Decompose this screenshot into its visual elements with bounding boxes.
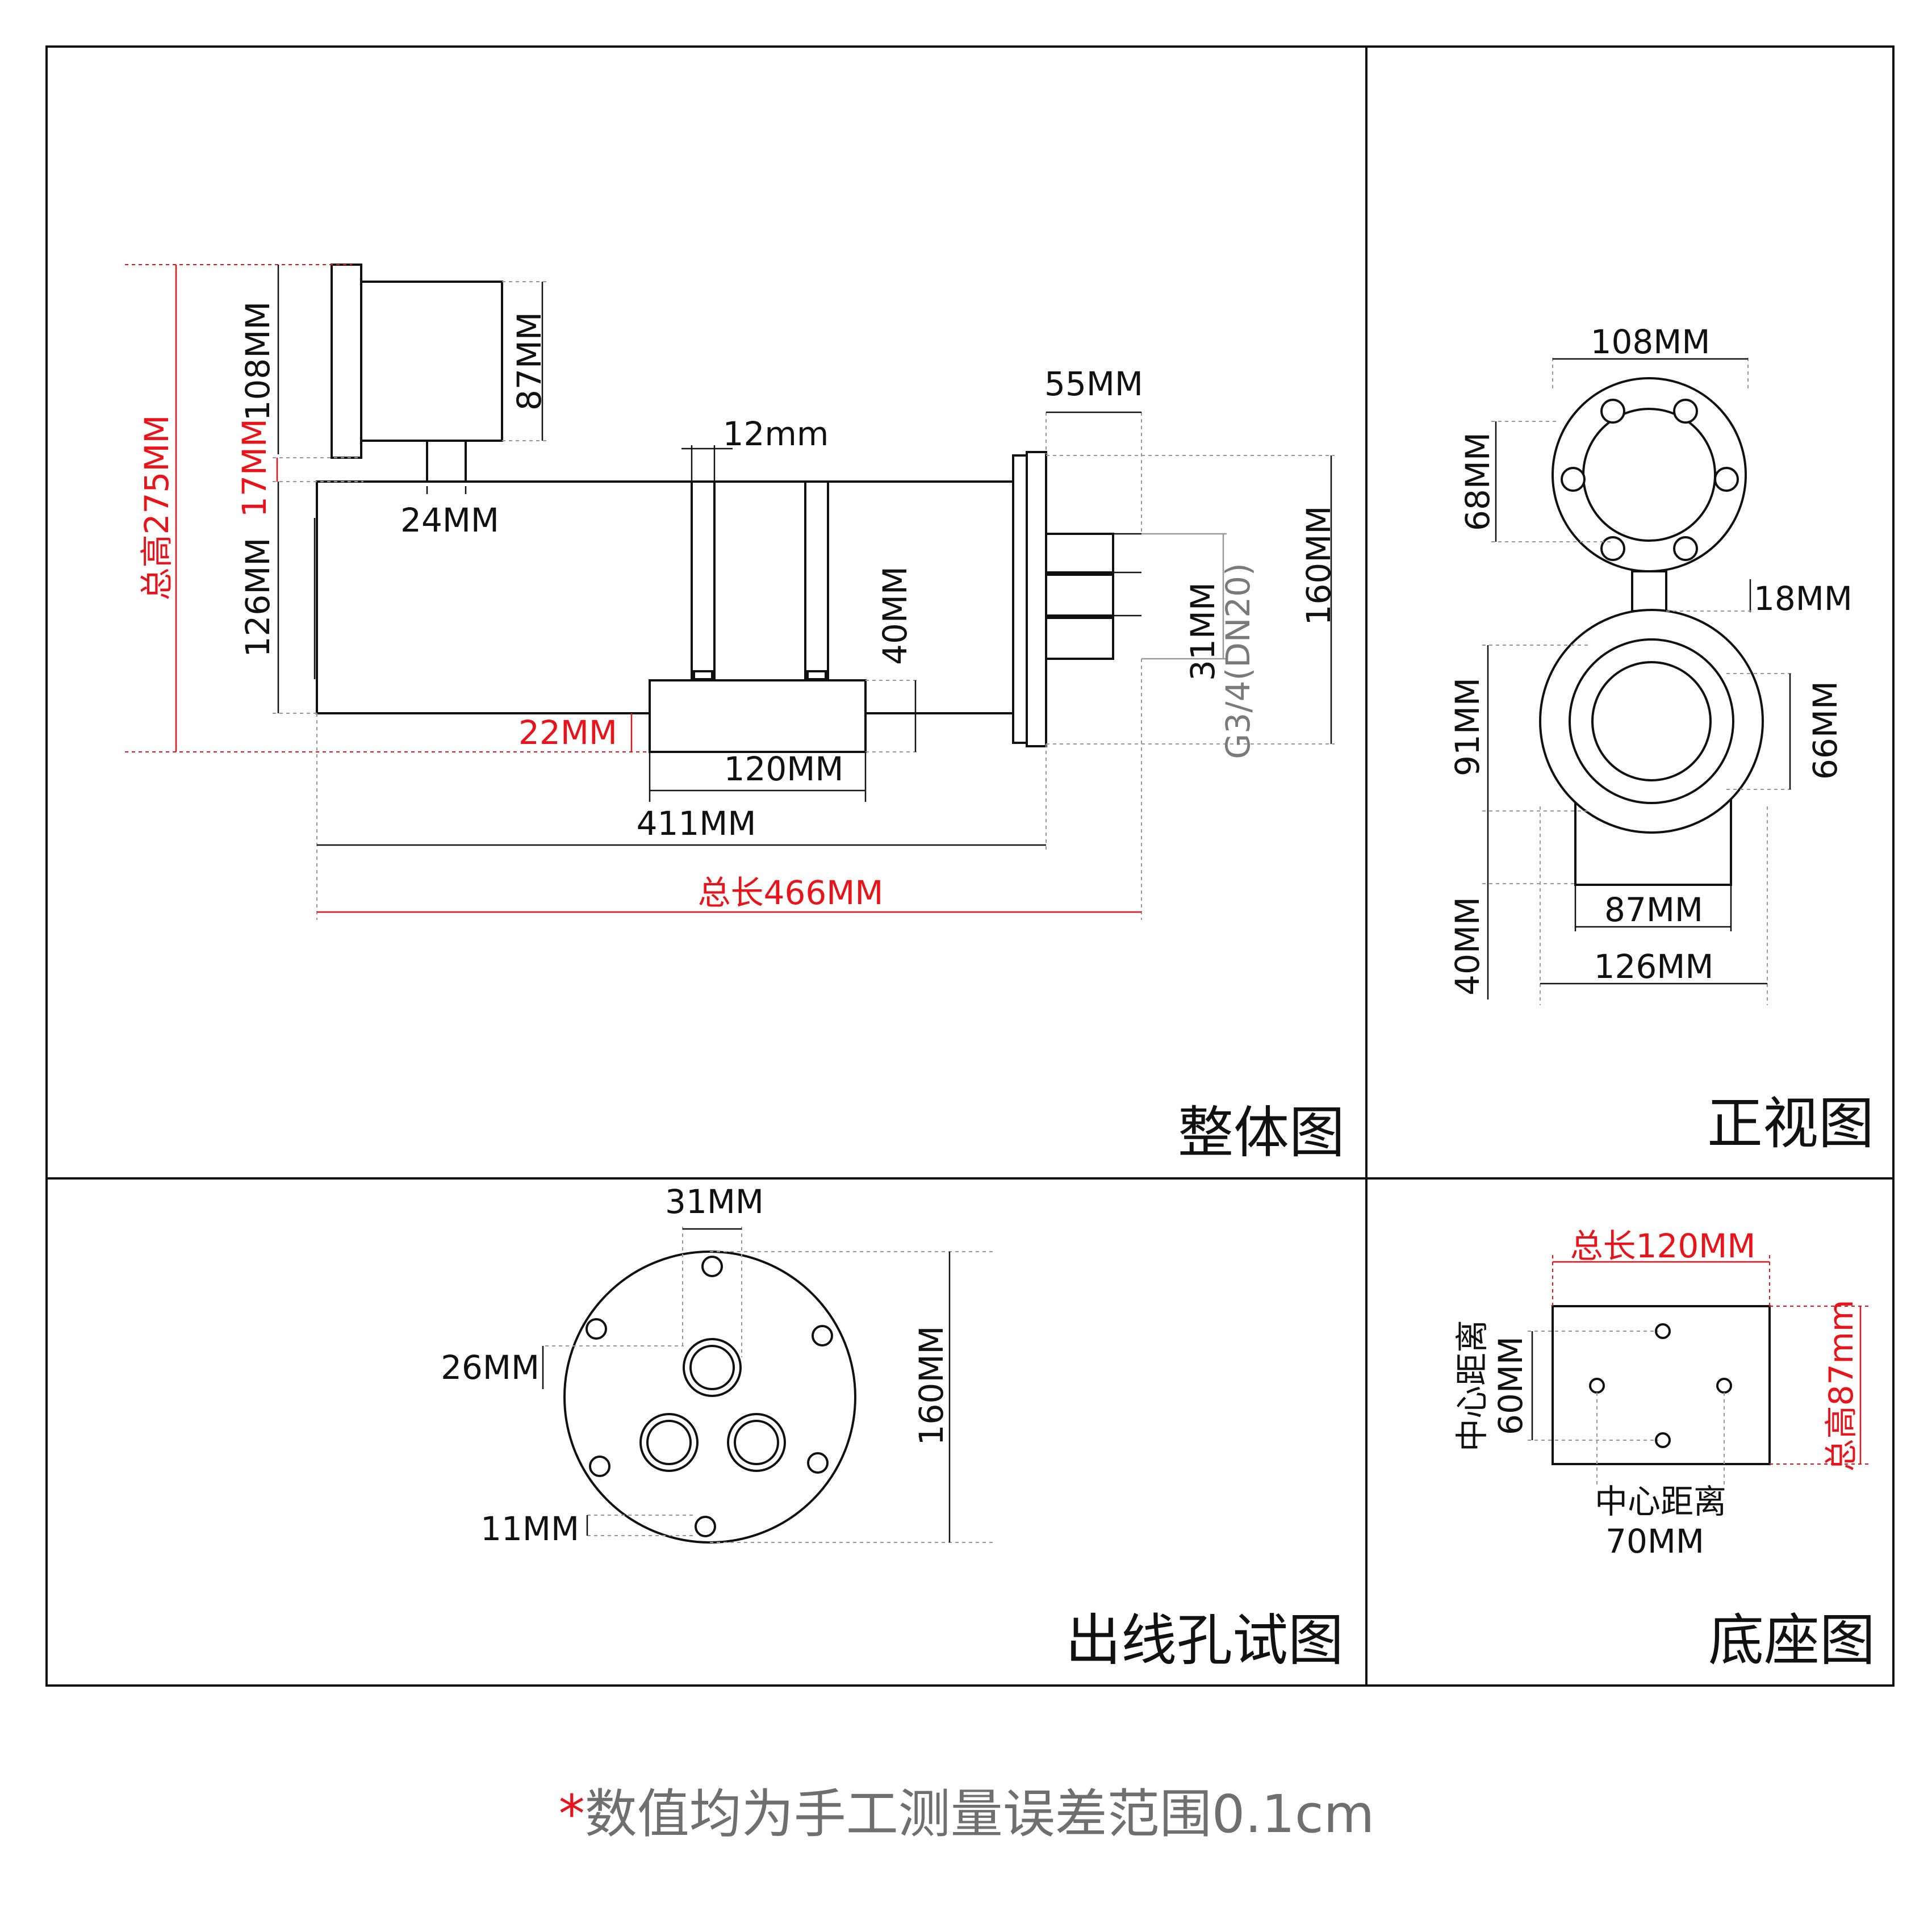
panel-title-base: 底座图 — [1708, 1608, 1875, 1673]
overall-126-label: 126MM — [239, 538, 277, 658]
front-91-label: 91MM — [1448, 678, 1487, 776]
overall-total-height-label: 总高275MM — [137, 415, 176, 601]
overall-31-label: 31MM — [1184, 582, 1222, 681]
footnote-text: 数值均为手工测量误差范围0.1cm — [585, 1784, 1375, 1845]
outlet-11-label: 11MM — [480, 1509, 579, 1548]
outlet-31-label: 31MM — [665, 1182, 764, 1221]
outlet-160-label: 160MM — [912, 1326, 951, 1446]
front-40-label: 40MM — [1448, 897, 1487, 996]
panel-title-overall: 整体图 — [1178, 1101, 1345, 1165]
overall-thread-label: G3/4(DN20) — [1219, 563, 1257, 759]
overall-12-label: 12mm — [723, 415, 829, 453]
front-view: 108MM 68MM 18MM 91MM 66MM 87MM 40MM 126M… — [1448, 323, 1852, 1005]
front-68-label: 68MM — [1458, 432, 1497, 531]
footnote: *数值均为手工测量误差范围0.1cm — [559, 1784, 1375, 1845]
panel-title-front: 正视图 — [1707, 1092, 1874, 1156]
overall-120-label: 120MM — [724, 750, 844, 788]
overall-55-label: 55MM — [1044, 365, 1143, 403]
front-87-label: 87MM — [1604, 890, 1703, 929]
front-108-label: 108MM — [1591, 323, 1711, 361]
front-66-label: 66MM — [1806, 681, 1845, 780]
base-center-dist-vertical-label: 中心距离 — [1453, 1320, 1491, 1452]
overall-87-label: 87MM — [510, 312, 549, 411]
front-18-label: 18MM — [1754, 579, 1852, 618]
overall-view: 总高275MM 108MM 87MM 17MM 24MM 126MM 12mm … — [125, 264, 1338, 920]
overall-411-label: 411MM — [637, 804, 756, 843]
overall-17-label: 17MM — [235, 419, 274, 517]
overall-total-length-label: 总长466MM — [698, 873, 884, 912]
panel-frame — [45, 45, 1895, 1687]
overall-108-label: 108MM — [239, 302, 277, 421]
base-view: 总长120MM 总高87mm 中心距离 60MM 中心距离 70MM — [1453, 1227, 1868, 1561]
base-total-height-label: 总高87mm — [1822, 1300, 1860, 1472]
overall-40-label: 40MM — [876, 566, 914, 665]
base-center-dist-horizontal-label: 中心距离 — [1595, 1482, 1726, 1521]
base-total-length-label: 总长120MM — [1570, 1227, 1756, 1265]
overall-24-label: 24MM — [400, 501, 499, 540]
front-126-label: 126MM — [1594, 947, 1714, 986]
base-70-label: 70MM — [1605, 1522, 1704, 1561]
overall-160-label: 160MM — [1299, 506, 1338, 626]
panel-title-outlet: 出线孔试图 — [1065, 1608, 1344, 1673]
outlet-26-label: 26MM — [441, 1348, 540, 1387]
overall-22-label: 22MM — [518, 713, 617, 752]
base-60-label: 60MM — [1491, 1336, 1530, 1435]
outlet-view: 31MM 26MM 160MM 11MM — [441, 1182, 994, 1548]
footnote-star: * — [559, 1784, 585, 1845]
